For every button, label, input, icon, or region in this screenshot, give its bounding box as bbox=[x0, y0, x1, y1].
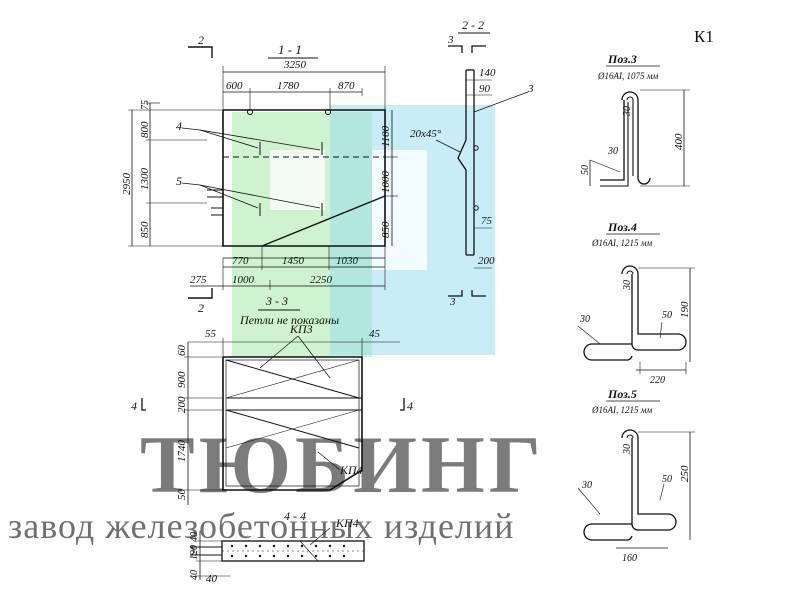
poz-3-dim-30-top: 30 bbox=[622, 106, 633, 117]
watermark-logo bbox=[232, 105, 495, 357]
callout-5: 5 bbox=[176, 174, 182, 188]
detail-poz-4 bbox=[577, 265, 695, 374]
section-3-3-labels: 3 - 3 Петли не показаны 55 45 60 900 200… bbox=[131, 294, 413, 500]
poz-5-dim-30-side: 30 bbox=[581, 480, 592, 491]
section-2-2-title: 2 - 2 bbox=[462, 18, 484, 32]
dim-bottom2-0: 1000 bbox=[232, 274, 255, 286]
section-4-4-dots bbox=[230, 544, 346, 558]
dim-200: 200 bbox=[478, 255, 495, 267]
cut-mark-4-left: 4 bbox=[131, 399, 137, 413]
poz-3-title: Поз.3 bbox=[607, 52, 637, 66]
detail-poz-4-labels: Поз.4 Ø16AI, 1215 мм 30 190 30 50 220 bbox=[579, 220, 691, 386]
watermark-tagline: завод железобетонных изделий bbox=[8, 506, 514, 546]
dim-offset: 275 bbox=[190, 274, 207, 286]
detail-poz-3-labels: Поз.3 Ø16AI, 1075 мм 30 400 30 50 bbox=[580, 52, 685, 175]
detail-poz-3 bbox=[589, 89, 690, 187]
section-1-1-title: 1 - 1 bbox=[278, 42, 302, 57]
dim-45: 45 bbox=[369, 328, 381, 340]
label-kp4: КП4 bbox=[339, 463, 363, 477]
detail-poz-5 bbox=[577, 429, 695, 549]
section-3-3 bbox=[141, 335, 405, 505]
dim-bottom-0: 770 bbox=[232, 255, 249, 267]
poz-5-dim-30-top: 30 bbox=[622, 444, 633, 455]
poz-5-title: Поз.5 bbox=[607, 387, 637, 401]
dim-left-900: 900 bbox=[176, 371, 188, 388]
callout-3: 3 bbox=[527, 83, 534, 95]
dim-75: 75 bbox=[481, 215, 493, 227]
cut-mark-2-bottom: 2 bbox=[198, 301, 204, 315]
dim-90: 90 bbox=[479, 83, 491, 95]
detail-poz-5-labels: Поз.5 Ø16AI, 1215 мм 30 250 30 50 160 bbox=[581, 387, 691, 564]
section-1-1-labels: 2 2 1 - 1 3250 600 1780 870 75 800 1300 … bbox=[121, 33, 392, 315]
dim-bottom-2: 1030 bbox=[336, 255, 359, 267]
section-4-4 bbox=[189, 527, 365, 580]
section-3-3-title: 3 - 3 bbox=[265, 294, 288, 308]
dim-left-50: 50 bbox=[176, 489, 188, 501]
dim-left-1740: 1740 bbox=[176, 440, 188, 463]
chamfer-label: 20x45° bbox=[410, 128, 442, 140]
cut-mark-4-right: 4 bbox=[407, 399, 413, 413]
poz-4-title: Поз.4 bbox=[607, 220, 637, 234]
label-kp3: КП3 bbox=[289, 322, 313, 336]
dim-44-120: 120 bbox=[189, 545, 200, 560]
poz-5-dim-50: 50 bbox=[662, 474, 672, 485]
section-2-2 bbox=[435, 45, 529, 297]
dim-left-0: 75 bbox=[140, 100, 151, 110]
section-2-2-labels: 2 - 2 3 3 140 90 75 200 20x45° 3 bbox=[410, 18, 534, 308]
poz-4-dim-220: 220 bbox=[650, 375, 665, 386]
dim-right-1: 1000 bbox=[380, 171, 392, 194]
dim-left-60: 60 bbox=[176, 345, 188, 357]
dim-top-1: 1780 bbox=[277, 80, 300, 92]
dim-top-2: 870 bbox=[338, 80, 355, 92]
dim-bottom-1: 1450 bbox=[282, 255, 305, 267]
dim-left-3: 850 bbox=[139, 221, 151, 238]
note-loops-not-shown: Петли не показаны bbox=[239, 313, 339, 327]
poz-3-spec: Ø16AI, 1075 мм bbox=[597, 71, 658, 81]
dim-44-40-top: 40 bbox=[189, 532, 200, 542]
dim-140: 140 bbox=[479, 67, 496, 79]
dim-right-2: 850 bbox=[380, 221, 392, 238]
poz-5-dim-160: 160 bbox=[622, 553, 637, 564]
poz-4-dim-30-side: 30 bbox=[579, 314, 590, 325]
cut-mark-3-top: 3 bbox=[447, 34, 454, 46]
dim-55: 55 bbox=[205, 328, 217, 340]
section-1-1 bbox=[128, 46, 398, 299]
poz-5-dim-250: 250 bbox=[679, 465, 691, 482]
sheet-label: К1 bbox=[694, 27, 714, 46]
poz-4-spec: Ø16AI, 1215 мм bbox=[591, 238, 652, 248]
callout-4: 4 bbox=[176, 119, 182, 133]
poz-3-dim-400: 400 bbox=[673, 133, 685, 150]
cut-mark-3-bottom: 3 bbox=[449, 296, 456, 308]
dim-overall-width: 3250 bbox=[283, 59, 307, 71]
poz-3-dim-50: 50 bbox=[580, 165, 591, 175]
poz-4-dim-50: 50 bbox=[662, 310, 672, 321]
poz-3-dim-30-bottom: 30 bbox=[607, 146, 618, 157]
poz-5-spec: Ø16AI, 1215 мм bbox=[591, 405, 652, 415]
section-4-4-title: 4 - 4 bbox=[284, 509, 306, 523]
dim-left-2: 1300 bbox=[139, 168, 151, 191]
poz-4-dim-190: 190 bbox=[679, 301, 691, 318]
section-4-4-labels: 4 - 4 40 120 40 40 КП4 bbox=[189, 509, 359, 585]
dim-left-1: 800 bbox=[139, 121, 151, 138]
dim-top-0: 600 bbox=[226, 80, 243, 92]
dim-44-40-bottom: 40 bbox=[189, 570, 200, 580]
dim-right-0: 1100 bbox=[380, 125, 392, 147]
dim-overall-height: 2950 bbox=[121, 173, 133, 196]
dim-44-40-horizontal: 40 bbox=[206, 573, 218, 585]
label-kp4-4-4: КП4 bbox=[335, 516, 359, 530]
cut-mark-2-top: 2 bbox=[198, 33, 204, 47]
poz-4-dim-30-top: 30 bbox=[622, 280, 633, 291]
dim-left-200: 200 bbox=[176, 396, 188, 413]
dim-bottom2-1: 2250 bbox=[310, 274, 333, 286]
watermark-brand: ТЮБИНГ bbox=[140, 419, 545, 510]
